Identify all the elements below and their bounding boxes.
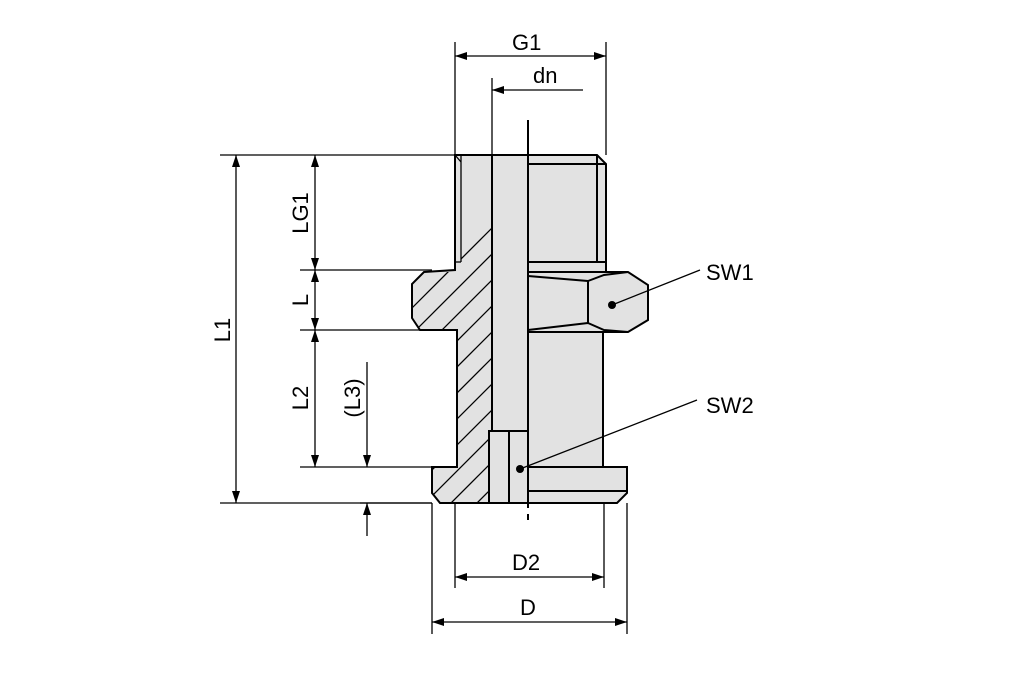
label-lg1: LG1 (288, 192, 313, 234)
label-l1: L1 (210, 318, 235, 342)
hatch-line (412, 155, 492, 503)
label-dn: dn (533, 63, 557, 88)
hatch-line (412, 155, 492, 503)
leader-sw1 (608, 269, 701, 309)
label-d: D (520, 595, 536, 620)
label-l: L (288, 294, 313, 306)
leader-sw2 (516, 399, 698, 473)
label-sw2: SW2 (706, 393, 754, 418)
extension-lines (220, 42, 628, 634)
label-l3: (L3) (340, 378, 365, 417)
label-sw1: SW1 (706, 260, 754, 285)
label-d2: D2 (512, 550, 540, 575)
exterior-view (527, 154, 649, 504)
hatch-line (412, 155, 492, 503)
label-l2: L2 (288, 386, 313, 410)
label-g1: G1 (512, 30, 541, 55)
hatch-line (412, 155, 492, 503)
hatch-line (590, 120, 990, 520)
dimension-lines (232, 52, 627, 626)
